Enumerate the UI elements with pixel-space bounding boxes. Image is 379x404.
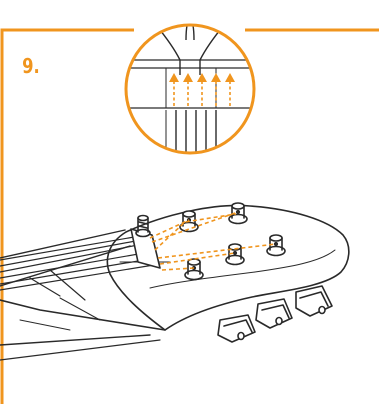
tuner-key-2	[256, 299, 292, 328]
tuner-post-3	[229, 203, 247, 224]
tuner-key-3	[296, 286, 332, 316]
step-number: 9.	[22, 56, 40, 79]
tuner-post-4	[185, 259, 203, 280]
tuner-key-1	[218, 315, 255, 342]
guitar-headstock	[0, 203, 349, 360]
zoom-detail	[120, 19, 260, 160]
tuner-post-5	[226, 244, 244, 265]
